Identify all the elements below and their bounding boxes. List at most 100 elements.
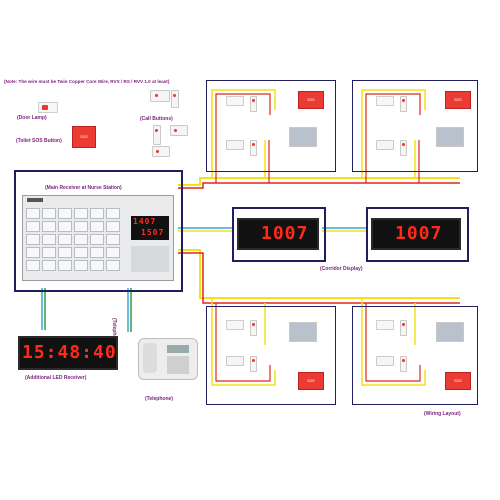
receiver-screen: 1407 1507 [131, 216, 169, 240]
room-top-right [352, 80, 478, 172]
bedhead-panel-bl [289, 322, 317, 342]
receiver-key [90, 221, 104, 232]
corridor-display-right-frame [366, 207, 469, 262]
telephone-icon [138, 338, 198, 380]
receiver-key [42, 221, 56, 232]
toilet-sos-label: (Toilet SOS Button) [16, 138, 62, 144]
top-trunk-wires [178, 177, 460, 189]
toilet-sos-button-icon: SOS [72, 126, 96, 148]
receiver-key [58, 208, 72, 219]
call-button-icon-4 [152, 146, 170, 157]
receiver-key [74, 234, 88, 245]
receiver-key [90, 247, 104, 258]
receiver-key [26, 208, 40, 219]
receiver-key [74, 221, 88, 232]
receiver-key [90, 234, 104, 245]
call-button-icon-tr [400, 96, 407, 112]
telephone-label: (Telephone) [145, 396, 173, 402]
additional-led-label: (Additional LED Receiver) [25, 375, 87, 381]
receiver-key [106, 247, 120, 258]
display-wires [178, 227, 366, 232]
additional-led-receiver: 15:48:40 [18, 336, 118, 370]
bedhead-panel-tr [436, 127, 464, 147]
bedhead-panel-br [436, 322, 464, 342]
call-buttons-label: (Call Buttons) [140, 116, 173, 122]
corridor-display-left-number: 1007 [261, 223, 309, 244]
sos-text: SOS [454, 98, 462, 103]
corridor-display-left-frame [232, 207, 326, 262]
receiver-key [42, 247, 56, 258]
led-receiver-time: 15:48:40 [22, 342, 117, 363]
receiver-key [106, 221, 120, 232]
receiver-screen-top: 1407 [133, 217, 157, 226]
receiver-keypad [26, 208, 126, 276]
receiver-key [90, 260, 104, 271]
sos-text: SOS [80, 134, 88, 139]
bottom-trunk-wires [178, 249, 460, 304]
receiver-key [42, 208, 56, 219]
call-button-icon-3 [170, 125, 188, 136]
call-button-icon-tl [250, 96, 257, 112]
wiring-layout-label: (Wiring Layout) [424, 411, 461, 417]
receiver-key [58, 247, 72, 258]
door-lamp-icon-tl [226, 96, 244, 106]
sos-text: SOS [307, 98, 315, 103]
sos-button-icon-br: SOS [445, 372, 471, 390]
door-lamp-icon-br [376, 320, 394, 330]
wire-note: (Note: The wire must be Twin Copper Core… [4, 79, 170, 84]
call-button-icon-tr-2 [376, 140, 394, 150]
receiver-brand [27, 198, 43, 202]
receiver-buttons [131, 246, 169, 272]
receiver-key [26, 221, 40, 232]
call-button-icon-br-2 [376, 356, 394, 366]
call-button-icon-bl [250, 320, 257, 336]
call-button-icon-bl-3 [250, 356, 257, 372]
room-bottom-left [206, 306, 336, 405]
call-button-icon-tl-2 [226, 140, 244, 150]
receiver-key [58, 260, 72, 271]
sos-text: SOS [307, 379, 315, 384]
corridor-display-label: (Corridor Display) [320, 266, 363, 272]
receiver-key [26, 247, 40, 258]
sos-button-icon-tl: SOS [298, 91, 324, 109]
door-lamp-icon-bl [226, 320, 244, 330]
sos-button-icon-bl: SOS [298, 372, 324, 390]
receiver-key [106, 234, 120, 245]
receiver-key [58, 234, 72, 245]
receiver-key [42, 234, 56, 245]
main-receiver-device: 1407 1507 [22, 195, 174, 281]
receiver-key [74, 260, 88, 271]
door-lamp-label: (Door Lamp) [17, 115, 47, 121]
receiver-key [106, 260, 120, 271]
corridor-display-right-number: 1007 [395, 223, 443, 244]
receiver-down-wires [41, 288, 132, 332]
receiver-key [26, 260, 40, 271]
corridor-display-right: 1007 [371, 218, 461, 250]
call-button-icon-tr-3 [400, 140, 407, 156]
receiver-key [90, 208, 104, 219]
sos-text: SOS [454, 379, 462, 384]
call-button-icon-2 [153, 125, 161, 145]
receiver-key [42, 260, 56, 271]
room-wires-br [361, 298, 426, 386]
receiver-key [26, 234, 40, 245]
door-lamp-icon [38, 102, 58, 113]
call-button-handset-icon [171, 90, 179, 108]
room-top-left [206, 80, 336, 172]
room-bottom-right [352, 306, 478, 405]
main-receiver-label: (Main Receiver at Nurse Station) [45, 185, 122, 191]
call-button-icon [150, 90, 170, 102]
receiver-key [74, 208, 88, 219]
receiver-key [74, 247, 88, 258]
sos-button-icon-tr: SOS [445, 91, 471, 109]
call-button-icon-br-3 [400, 356, 407, 372]
corridor-display-left: 1007 [237, 218, 319, 250]
room-wires-bl [211, 298, 276, 386]
receiver-key [106, 208, 120, 219]
receiver-screen-bottom: 1507 [141, 228, 165, 237]
main-receiver-frame [14, 170, 183, 292]
bedhead-panel-tl [289, 127, 317, 147]
call-button-icon-bl-2 [226, 356, 244, 366]
receiver-key [58, 221, 72, 232]
